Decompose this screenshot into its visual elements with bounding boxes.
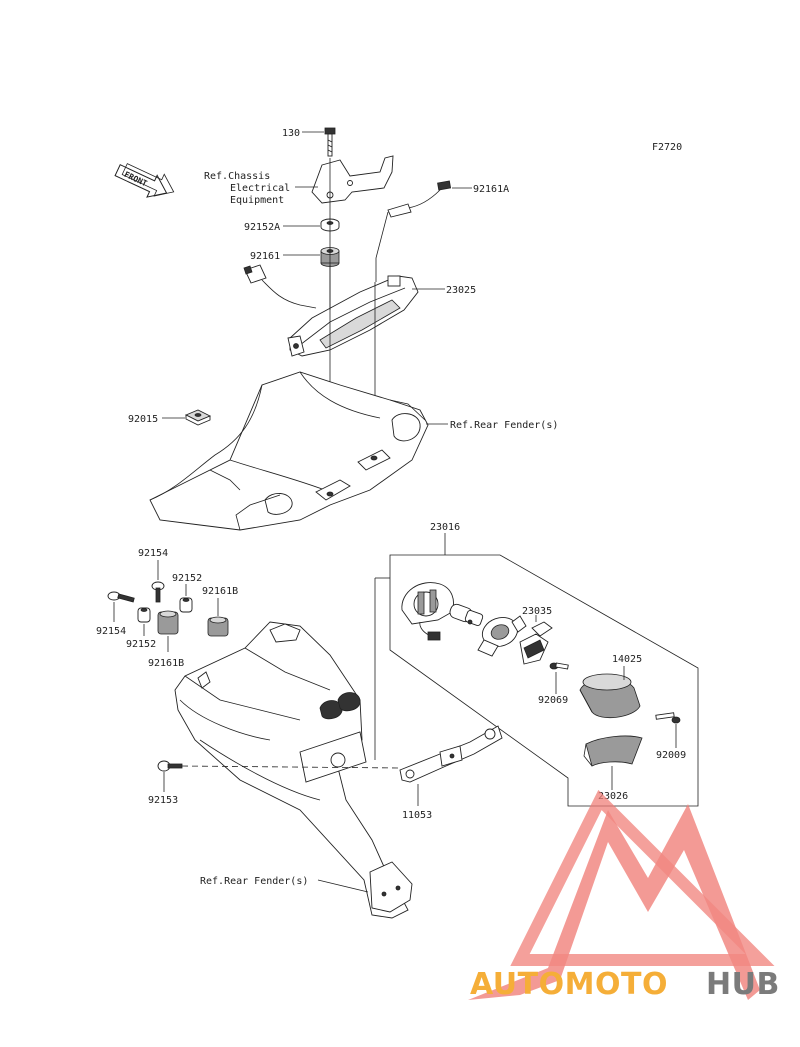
screw-92009: [655, 712, 681, 724]
collar-92152-top: [179, 597, 193, 613]
label-92161B-mid: 92161B: [148, 658, 184, 669]
license-lamp-socket: [401, 582, 454, 641]
grommet-92161B-mid: [157, 610, 179, 635]
clip-23035: [519, 621, 553, 665]
nut-92015: [185, 409, 211, 426]
label-92154-left: 92154: [96, 626, 126, 637]
label-23035: 23035: [522, 606, 552, 617]
label-ref-rear-fender-bottom: Ref.Rear Fender(s): [200, 876, 308, 887]
label-ref-rear-fender-top: Ref.Rear Fender(s): [450, 420, 558, 431]
bulb: [449, 603, 484, 626]
label-23025: 23025: [446, 285, 476, 296]
collar-92152-mid: [137, 607, 151, 623]
label-92069: 92069: [538, 695, 568, 706]
label-130: 130: [282, 128, 300, 139]
label-92152-mid: 92152: [126, 639, 156, 650]
label-92009: 92009: [656, 750, 686, 761]
watermark-logo: AUTOMOTO HUB: [468, 789, 780, 1002]
label-23016: 23016: [430, 522, 460, 533]
label-11053: 11053: [402, 810, 432, 821]
label-ref-chassis-2: Electrical: [230, 183, 290, 194]
lens-holder: [477, 615, 527, 657]
label-92152A: 92152A: [244, 222, 280, 233]
screw-92154-left: [107, 591, 135, 603]
front-arrow-icon: FRONT: [114, 163, 175, 198]
label-23026: 23026: [598, 791, 628, 802]
rear-fender-lower: [174, 621, 413, 919]
wire-92161A: [387, 180, 452, 218]
bolt-92153: [157, 760, 183, 772]
watermark-text-hub: HUB: [706, 967, 780, 1002]
figure-code: F2720: [652, 142, 682, 153]
label-ref-chassis-1: Ref.Chassis: [204, 171, 270, 182]
cover-23026: [583, 735, 643, 767]
label-92161B-top: 92161B: [202, 586, 238, 597]
label-92154-top: 92154: [138, 548, 168, 559]
grommet-92161B-top: [207, 616, 229, 637]
label-92161: 92161: [250, 251, 280, 262]
bracket-11053: [399, 725, 503, 783]
screw-92069: [549, 662, 569, 670]
label-92015: 92015: [128, 414, 158, 425]
label-ref-chassis-3: Equipment: [230, 195, 284, 206]
chassis-bracket: [311, 155, 394, 204]
rear-fender-upper: [149, 371, 429, 531]
lens-14025: [579, 673, 641, 719]
watermark-text-automoto: AUTOMOTO: [470, 967, 668, 1002]
bolt-130: [324, 127, 336, 157]
assembly-box: [389, 554, 699, 807]
screw-92154-top: [151, 581, 165, 603]
label-92152-top: 92152: [172, 573, 202, 584]
label-92161A: 92161A: [473, 184, 509, 195]
label-14025: 14025: [612, 654, 642, 665]
label-92153: 92153: [148, 795, 178, 806]
tail-lamp-23025: [243, 264, 419, 357]
